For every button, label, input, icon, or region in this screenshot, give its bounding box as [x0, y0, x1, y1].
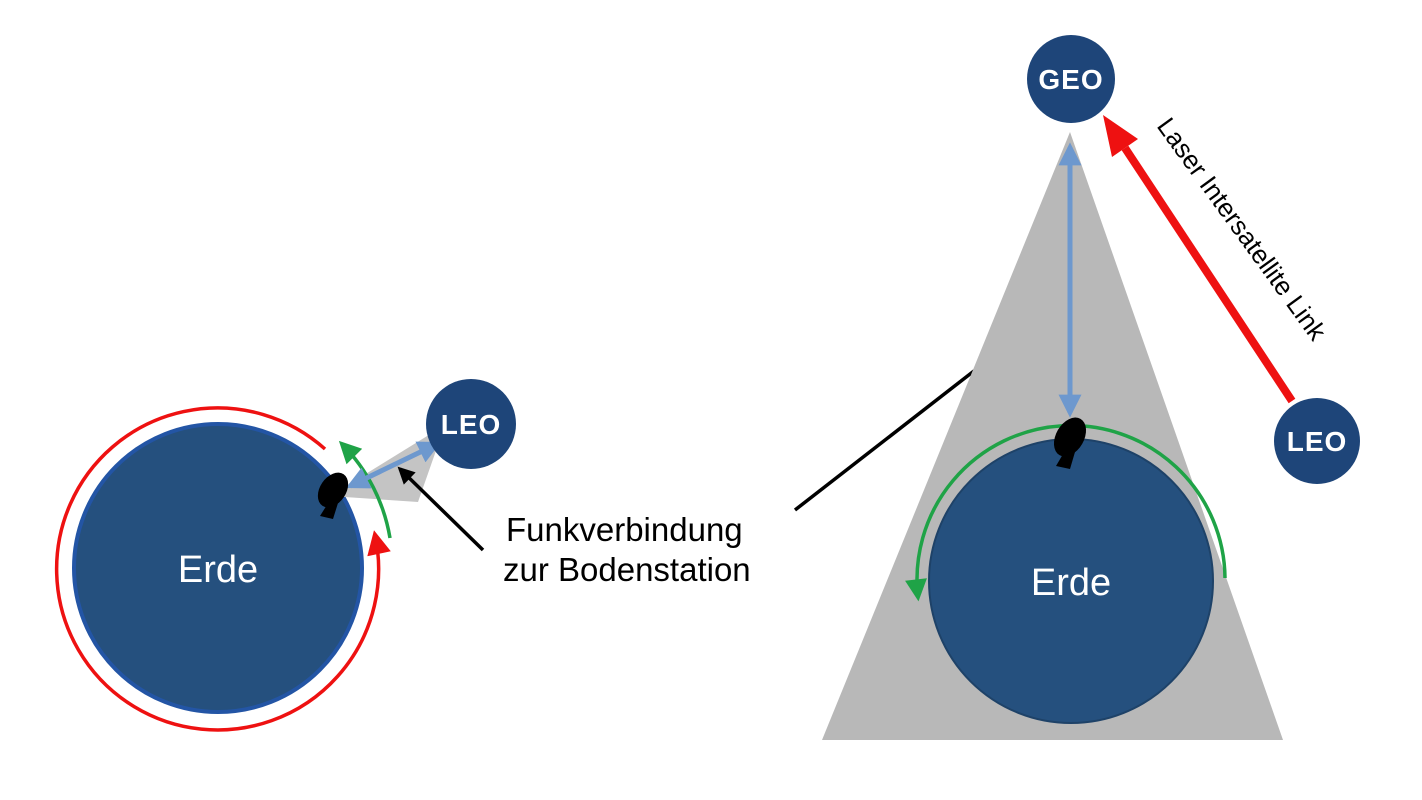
- laser-link-arrow: [1121, 145, 1296, 404]
- geo-label: GEO: [1038, 64, 1103, 95]
- annotation-arrow-left: [397, 466, 485, 552]
- laser-link-arrowhead: [1103, 115, 1138, 157]
- left-leo-label: LEO: [441, 409, 502, 440]
- annotation-label-line1: Funkverbindung: [506, 511, 743, 548]
- left-ground-station-dish-icon: [317, 472, 349, 519]
- left-earth-label: Erde: [178, 549, 258, 591]
- left-diagram: Erde LEO: [54, 379, 516, 732]
- right-leo-label: LEO: [1287, 426, 1348, 457]
- right-diagram: Erde Laser Intersatellite Link GEO LEO: [822, 35, 1360, 740]
- right-earth-label: Erde: [1031, 562, 1111, 604]
- leo-orbit-arc: [54, 406, 391, 732]
- left-leo-satellite: [426, 379, 516, 469]
- annotation-label-line2: zur Bodenstation: [503, 551, 751, 588]
- right-ground-station-dish-icon: [1053, 417, 1087, 469]
- radio-coverage-cone: [330, 425, 445, 502]
- left-radio-link-arrow: [345, 441, 442, 489]
- left-earth-circle: [72, 422, 364, 714]
- right-leo-satellite: [1274, 398, 1360, 484]
- geo-satellite: [1027, 35, 1115, 123]
